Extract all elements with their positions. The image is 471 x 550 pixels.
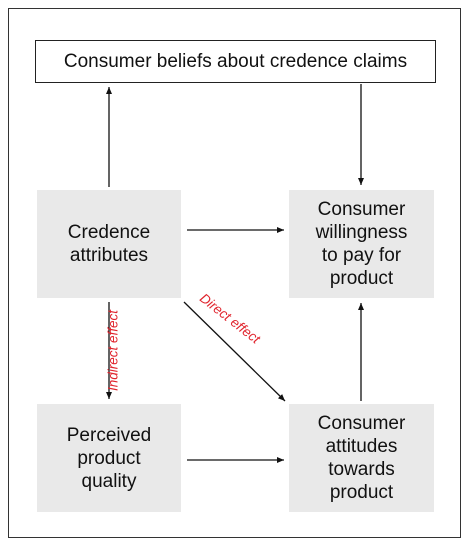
consumer-beliefs-label: Consumer beliefs about credence claims xyxy=(63,50,408,72)
indirect-effect-label: Indirect effect xyxy=(105,309,121,392)
credence-attributes-label: Credence attributes xyxy=(67,222,151,266)
willingness-to-pay-label: Consumer willingness to pay for product xyxy=(315,199,408,289)
willingness-to-pay-box: Consumer willingness to pay for product xyxy=(289,190,434,298)
consumer-attitudes-label: Consumer attitudes towards product xyxy=(317,413,406,503)
credence-attributes-box: Credence attributes xyxy=(37,190,181,298)
consumer-attitudes-box: Consumer attitudes towards product xyxy=(289,404,434,512)
consumer-beliefs-box: Consumer beliefs about credence claims xyxy=(35,40,436,83)
perceived-quality-label: Perceived product quality xyxy=(66,424,152,492)
perceived-quality-box: Perceived product quality xyxy=(37,404,181,512)
